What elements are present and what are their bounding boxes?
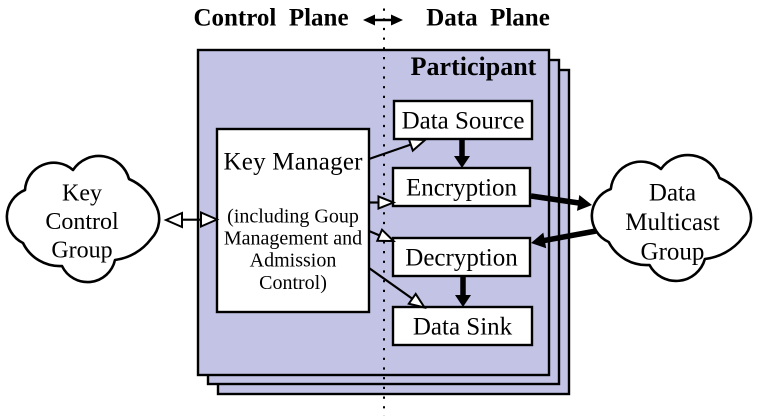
svg-text:Group: Group [641,239,705,266]
svg-text:Decryption: Decryption [405,245,518,272]
svg-text:Multicast: Multicast [625,209,719,236]
svg-text:Control Plane: Control Plane [193,5,348,32]
svg-text:Data: Data [649,180,696,207]
svg-text:Control: Control [45,209,119,235]
svg-text:Participant: Participant [411,52,537,81]
svg-text:Admission: Admission [250,250,337,272]
svg-text:Group: Group [51,238,112,264]
svg-text:Data Sink: Data Sink [413,314,513,341]
svg-text:(including Goup: (including Goup [227,206,359,228]
svg-text:Key Manager: Key Manager [224,149,364,176]
svg-text:Data Source: Data Source [402,108,525,135]
svg-text:Management and: Management and [224,228,362,250]
svg-text:Data Plane: Data Plane [426,5,550,32]
svg-text:Key: Key [62,181,102,207]
svg-text:Control): Control) [259,272,327,294]
svg-text:Encryption: Encryption [406,175,518,202]
